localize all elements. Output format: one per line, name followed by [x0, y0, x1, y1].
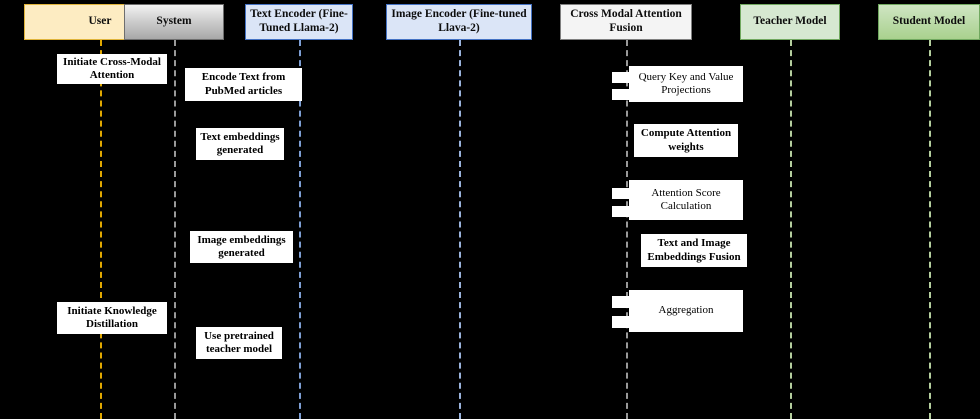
participant-system[interactable]: System [124, 4, 224, 40]
self-loop-arrow-s1-top [612, 72, 638, 83]
participant-label: Image Encoder (Fine-tuned Llava-2) [391, 8, 527, 34]
participant-label: Teacher Model [753, 15, 827, 28]
message-text: Encode Text from PubMed articles [201, 71, 286, 97]
message-label-m2[interactable]: Encode Text from PubMed articles [185, 68, 302, 101]
message-label-m5[interactable]: Initiate Knowledge Distillation [57, 302, 167, 334]
self-message-label-s3[interactable]: Attention Score Calculation [629, 180, 743, 220]
self-loop-arrow-s3-top [612, 188, 638, 199]
self-message-text: Query Key and Value Projections [638, 70, 734, 96]
message-label-m3[interactable]: Text embeddings generated [196, 128, 284, 160]
lifeline-image_encoder [459, 40, 461, 419]
lifeline-student [929, 40, 931, 419]
participant-label: System [156, 15, 192, 28]
message-text: Text embeddings generated [200, 130, 280, 156]
message-text: Initiate Knowledge Distillation [67, 304, 157, 330]
self-message-text: Text and Image Embeddings Fusion [647, 237, 741, 263]
self-loop-arrow-s3-bottom [612, 206, 638, 217]
message-text: Initiate Cross-Modal Attention [63, 55, 161, 81]
self-message-label-s4[interactable]: Text and Image Embeddings Fusion [641, 234, 747, 267]
message-label-m1[interactable]: Initiate Cross-Modal Attention [57, 54, 167, 84]
self-message-text: Aggregation [658, 304, 714, 317]
self-message-text: Compute Attention weights [640, 127, 732, 153]
participant-label: Text Encoder (Fine-Tuned Llama-2) [250, 8, 348, 34]
participant-label: User [88, 15, 112, 28]
participant-student[interactable]: Student Model [878, 4, 980, 40]
participant-teacher[interactable]: Teacher Model [740, 4, 840, 40]
participant-fusion[interactable]: Cross Modal Attention Fusion [560, 4, 692, 40]
message-label-m4[interactable]: Image embeddings generated [190, 231, 293, 263]
lifeline-system [174, 40, 176, 419]
lifeline-text_encoder [299, 40, 301, 419]
self-message-text: Attention Score Calculation [651, 186, 721, 212]
lifeline-user [100, 40, 102, 419]
participant-image_encoder[interactable]: Image Encoder (Fine-tuned Llava-2) [386, 4, 532, 40]
self-message-label-s2[interactable]: Compute Attention weights [634, 124, 738, 157]
message-text: Image embeddings generated [197, 233, 286, 259]
message-text: Use pretrained teacher model [204, 329, 274, 355]
lifeline-fusion [626, 40, 628, 419]
participant-text_encoder[interactable]: Text Encoder (Fine-Tuned Llama-2) [245, 4, 353, 40]
self-message-label-s1[interactable]: Query Key and Value Projections [629, 66, 743, 102]
participant-label: Student Model [892, 15, 966, 28]
message-label-m6[interactable]: Use pretrained teacher model [196, 327, 282, 359]
self-loop-arrow-s1-bottom [612, 89, 638, 100]
self-message-label-s5[interactable]: Aggregation [629, 290, 743, 332]
lifeline-teacher [790, 40, 792, 419]
participant-label: Cross Modal Attention Fusion [570, 8, 682, 34]
